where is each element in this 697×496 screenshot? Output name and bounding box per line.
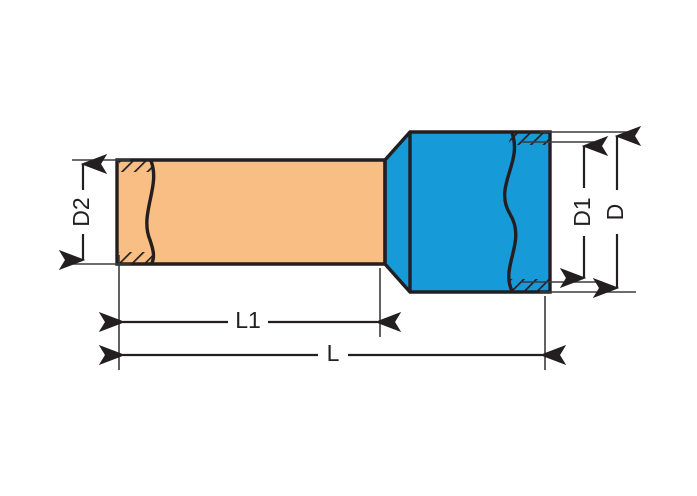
part-geometry <box>115 130 552 294</box>
dimension-label-d: D <box>602 204 628 221</box>
dimension-d: D <box>592 125 642 299</box>
sleeve-break-line <box>145 159 156 265</box>
dimension-label-l: L <box>327 340 340 366</box>
dimension-label-d2: D2 <box>68 197 94 226</box>
sleeve-body <box>117 160 385 264</box>
dimension-label-l1: L1 <box>235 307 261 333</box>
sleeve-hatch-top <box>119 161 154 172</box>
collar-break-line <box>503 131 518 293</box>
sleeve-hatch-bottom <box>119 252 154 263</box>
dimension-d1: D1 <box>559 135 609 289</box>
dimension-l: L <box>98 340 567 366</box>
dimension-annotations: D2 D1 D L1 <box>58 125 642 366</box>
dimension-l1: L1 <box>98 307 402 333</box>
collar-hatch-bottom <box>508 279 549 291</box>
dimension-d2: D2 <box>58 153 108 271</box>
dimension-label-d1: D1 <box>569 197 595 226</box>
collar-outline <box>383 130 552 294</box>
